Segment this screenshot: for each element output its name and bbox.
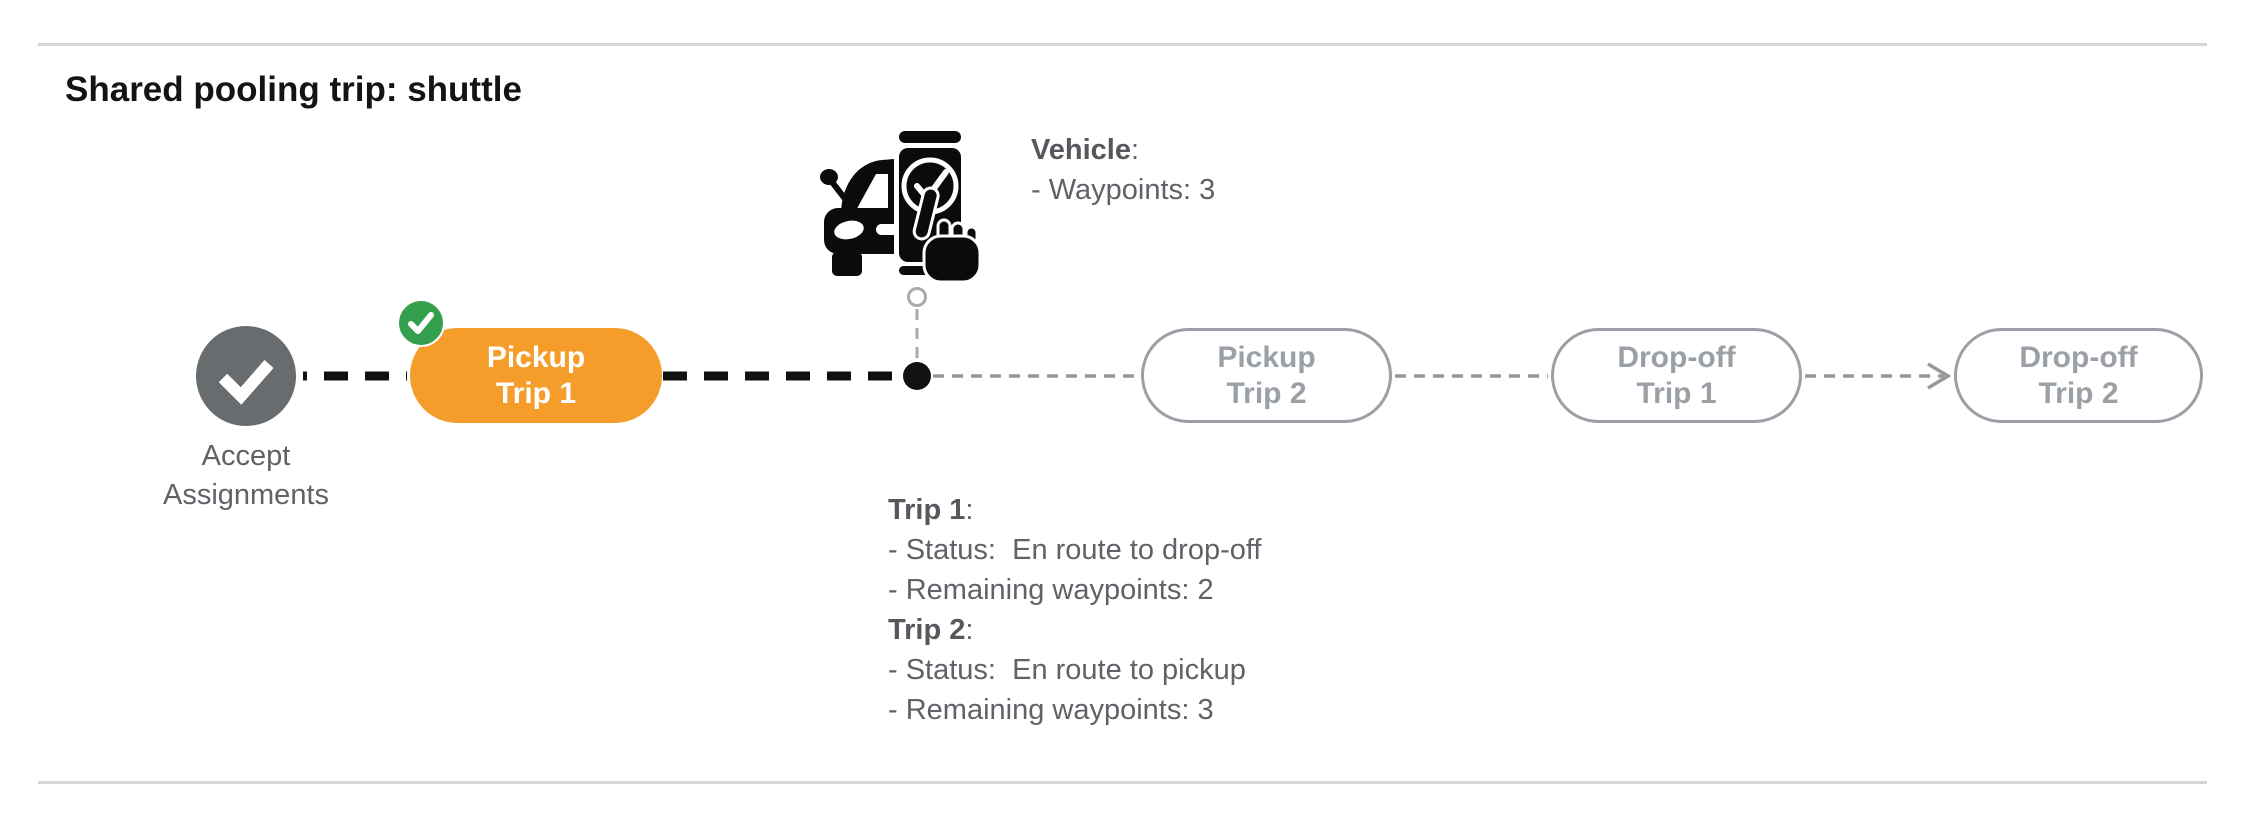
pointing-hand-icon bbox=[912, 186, 982, 284]
trip-1-status: - Status: En route to drop-off bbox=[888, 534, 1262, 566]
node-pickup-trip-1: Pickup Trip 1 bbox=[410, 328, 662, 423]
trip-2-waypoints: - Remaining waypoints: 3 bbox=[888, 694, 1214, 726]
current-position-dot bbox=[903, 362, 931, 390]
node-dropoff-trip-2: Drop-off Trip 2 bbox=[1954, 328, 2203, 423]
trip-1-heading: Trip 1: bbox=[888, 494, 974, 526]
top-divider bbox=[38, 43, 2207, 46]
bottom-divider bbox=[38, 781, 2207, 784]
accept-assignments-label: Accept Assignments bbox=[162, 440, 329, 511]
check-icon bbox=[218, 360, 274, 405]
trip-2-status: - Status: En route to pickup bbox=[888, 654, 1246, 686]
accept-assignments-node bbox=[196, 326, 296, 426]
check-icon bbox=[408, 312, 434, 334]
vehicle-icon bbox=[820, 128, 982, 284]
vehicle-annotation-line: - Waypoints: 3 bbox=[1031, 174, 1216, 206]
vehicle-annotation: Vehicle: - Waypoints: 3 bbox=[1031, 130, 1215, 210]
trip-1-waypoints: - Remaining waypoints: 2 bbox=[888, 574, 1214, 606]
vehicle-anchor-dot bbox=[907, 287, 927, 307]
node-pickup-trip-2: Pickup Trip 2 bbox=[1141, 328, 1392, 423]
completed-badge bbox=[397, 299, 445, 347]
arrow-right-icon bbox=[1927, 362, 1952, 390]
page-title: Shared pooling trip: shuttle bbox=[65, 70, 522, 109]
node-dropoff-trip-1: Drop-off Trip 1 bbox=[1551, 328, 1802, 423]
trip-details-annotation: Trip 1: - Status: En route to drop-off -… bbox=[888, 490, 1261, 730]
trip-2-heading: Trip 2: bbox=[888, 614, 974, 646]
vehicle-annotation-heading: Vehicle: bbox=[1031, 134, 1140, 166]
